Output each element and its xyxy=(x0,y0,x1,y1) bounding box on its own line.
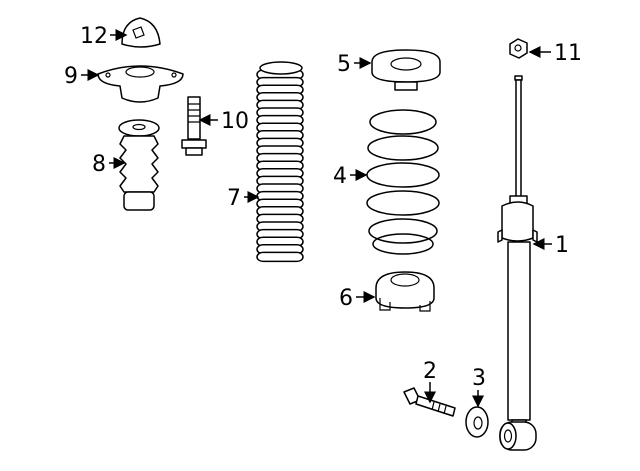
nut-part[interactable] xyxy=(509,38,528,59)
callout-number: 7 xyxy=(227,186,241,211)
dust-boot-part[interactable] xyxy=(256,61,304,263)
coil-spring-part[interactable] xyxy=(366,109,440,255)
callout-3: 3 xyxy=(472,366,486,408)
upper-mount-part[interactable] xyxy=(97,65,184,103)
bump-stop-part[interactable] xyxy=(118,119,160,211)
cap-part[interactable] xyxy=(121,17,161,48)
callout-number: 10 xyxy=(221,109,249,134)
mount-bolt-part[interactable] xyxy=(181,96,207,156)
callout-number: 3 xyxy=(472,366,486,391)
callout-12: 12 xyxy=(80,24,128,49)
callout-number: 1 xyxy=(555,233,569,258)
callout-number: 6 xyxy=(339,286,353,311)
callout-number: 9 xyxy=(64,64,78,89)
callout-7: 7 xyxy=(227,186,260,211)
callout-number: 5 xyxy=(337,52,351,77)
callout-5: 5 xyxy=(337,52,372,77)
callout-number: 11 xyxy=(554,41,582,66)
callout-2: 2 xyxy=(423,359,437,404)
callout-number: 4 xyxy=(333,164,347,189)
boot-top xyxy=(259,61,303,75)
callout-9: 9 xyxy=(64,64,100,89)
callout-number: 12 xyxy=(80,24,108,49)
lower-spring-seat-part[interactable] xyxy=(375,271,435,312)
callout-11: 11 xyxy=(528,41,582,66)
callout-10: 10 xyxy=(198,109,249,134)
callout-number: 2 xyxy=(423,359,437,384)
shock-absorber-part[interactable] xyxy=(497,75,538,451)
callout-8: 8 xyxy=(92,152,126,177)
callout-1: 1 xyxy=(532,233,569,258)
washer-part[interactable] xyxy=(465,406,489,438)
boot-ring xyxy=(256,251,304,263)
callout-number: 8 xyxy=(92,152,106,177)
callout-6: 6 xyxy=(339,286,376,311)
upper-spring-seat-part[interactable] xyxy=(371,49,441,91)
callout-4: 4 xyxy=(333,164,368,189)
